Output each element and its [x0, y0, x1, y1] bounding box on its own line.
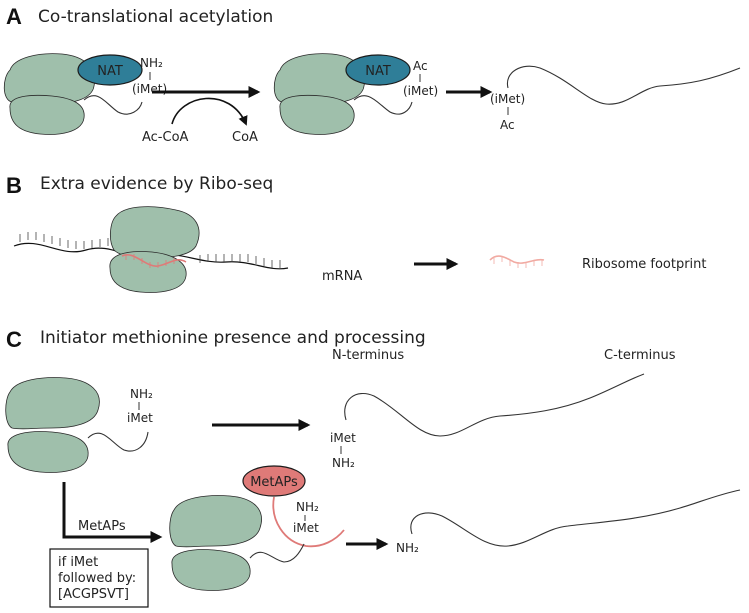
imet-label-a1: (iMet)	[132, 82, 167, 96]
panel-c-letter: C	[6, 327, 22, 352]
ribosome-c1	[5, 377, 100, 473]
ac-coa-label: Ac-CoA	[142, 130, 189, 145]
imet-product-label-a: (iMet)	[490, 92, 525, 106]
panel-b-letter: B	[6, 173, 22, 198]
product-nh2-label: NH₂	[332, 456, 355, 470]
ac-label-a2: Ac	[413, 59, 428, 73]
panel-a: A Co-translational acetylation NAT NH₂ (…	[3, 4, 741, 145]
nh2-label-c1: NH₂	[130, 387, 153, 401]
processed-protein	[410, 489, 741, 547]
metaps-arrow-label: MetAPs	[78, 519, 126, 534]
ribosome-b	[109, 206, 200, 293]
nat-label-a2: NAT	[365, 64, 391, 79]
footprint-label: Ribosome footprint	[582, 257, 707, 272]
nh2-label-a1: NH₂	[140, 56, 163, 70]
enzyme-nh2-label: NH₂	[296, 500, 319, 514]
ribosome-c2	[169, 495, 262, 591]
mrna-label: mRNA	[322, 269, 362, 284]
c-terminus-label: C-terminus	[604, 348, 676, 363]
nascent-chain-a2	[353, 95, 413, 115]
imet-label-a2: (iMet)	[403, 84, 438, 98]
condition-line-2: followed by:	[58, 571, 136, 586]
nascent-chain-c1	[87, 431, 149, 452]
ribosome-a1	[3, 53, 96, 135]
footprint-strand	[489, 255, 545, 264]
panel-c-title: Initiator methionine presence and proces…	[40, 328, 426, 348]
mrna-bases	[19, 232, 281, 268]
retained-protein	[344, 373, 645, 437]
panel-c: C Initiator methionine presence and proc…	[5, 327, 741, 608]
panel-b: B Extra evidence by Ribo-seq mRNA	[6, 173, 707, 293]
coa-label: CoA	[232, 130, 258, 145]
final-nh2-label: NH₂	[396, 541, 419, 555]
panel-a-title: Co-translational acetylation	[38, 7, 273, 27]
released-protein-a	[506, 65, 741, 105]
metaps-enzyme-label: MetAPs	[250, 475, 298, 490]
panel-b-title: Extra evidence by Ribo-seq	[40, 174, 273, 194]
imet-label-c1: iMet	[127, 411, 153, 425]
n-terminus-label: N-terminus	[332, 348, 404, 363]
metaps-enzyme	[242, 465, 306, 497]
protected-fragment-bases	[125, 254, 175, 268]
enzyme-imet-label: iMet	[293, 521, 319, 535]
ac-product-label-a: Ac	[500, 118, 515, 132]
footprint-bases	[493, 256, 543, 268]
nascent-chain-c2	[249, 543, 305, 563]
nat-label-a1: NAT	[97, 64, 123, 79]
condition-line-3: [ACGPSVT]	[58, 587, 129, 602]
product-imet-label: iMet	[330, 431, 356, 445]
panel-a-letter: A	[6, 4, 22, 29]
nat-enzyme-a1	[77, 54, 143, 86]
nat-enzyme-a2	[345, 54, 411, 86]
acetyl-transfer-arc	[171, 97, 248, 126]
metaps-grip	[272, 496, 345, 548]
condition-line-1: if iMet	[58, 555, 98, 570]
condition-box	[49, 548, 149, 608]
nascent-chain-a1	[83, 95, 143, 115]
metaps-path-arrow	[62, 482, 163, 543]
